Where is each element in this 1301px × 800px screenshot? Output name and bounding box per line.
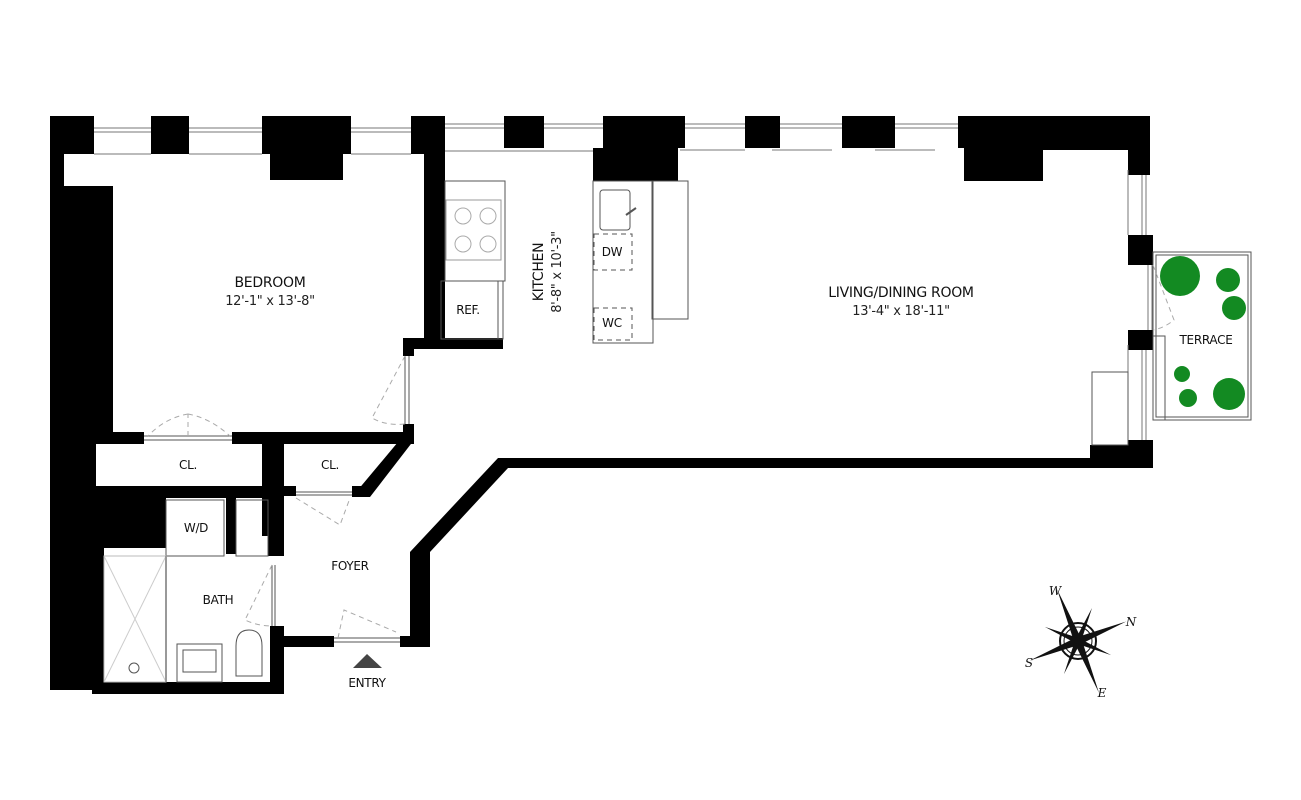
room-name: KITCHEN — [531, 242, 547, 302]
fixture-label-dishwasher: DW — [601, 245, 623, 259]
interior-walls — [92, 338, 503, 694]
room-name: LIVING/DINING ROOM — [828, 285, 974, 301]
door-swings — [147, 264, 1175, 639]
room-label-terrace: TERRACE — [1179, 333, 1233, 347]
entry-label: ENTRY — [348, 676, 386, 690]
compass-north-label: N — [1125, 615, 1137, 629]
room-label-closet-2: CL. — [321, 458, 339, 472]
room-label-closet-1: CL. — [179, 458, 197, 472]
room-label-foyer: FOYER — [331, 559, 369, 573]
room-dimensions: 13'-4" x 18'-11" — [852, 304, 950, 319]
room-label-washer-dryer: W/D — [183, 521, 209, 535]
room-label-kitchen: KITCHEN 8'-8" x 10'-3" — [531, 231, 565, 313]
fixture-label-refrigerator: REF. — [456, 303, 480, 317]
fixtures — [103, 180, 1252, 683]
room-name: BEDROOM — [234, 275, 306, 291]
exterior-walls — [50, 116, 1153, 690]
fixture-label-wine-cooler: WC — [602, 316, 622, 330]
room-label-bath: BATH — [202, 593, 234, 607]
room-label-bedroom: BEDROOM 12'-1" x 13'-8" — [225, 275, 315, 309]
room-dimensions: 8'-8" x 10'-3" — [550, 231, 565, 313]
room-label-living-dining: LIVING/DINING ROOM 13'-4" x 18'-11" — [828, 285, 974, 319]
room-dimensions: 12'-1" x 13'-8" — [225, 294, 315, 309]
entry-marker-icon — [353, 654, 382, 668]
terrace-plants — [1160, 256, 1246, 410]
compass-east-label: E — [1097, 686, 1107, 700]
compass-rose-icon — [1029, 589, 1127, 693]
compass-south-label: S — [1024, 656, 1034, 670]
compass-west-label: W — [1048, 584, 1062, 598]
